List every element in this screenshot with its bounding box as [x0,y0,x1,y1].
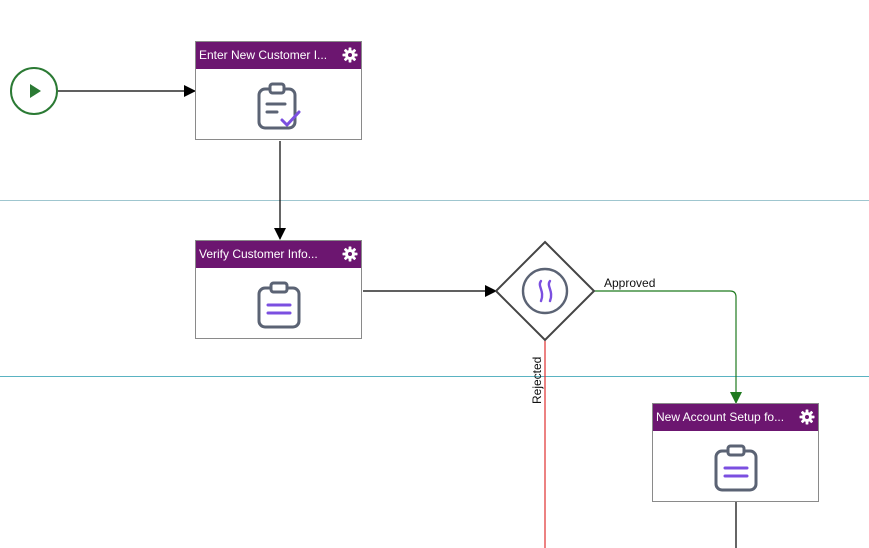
lane-divider-1 [0,200,869,201]
gear-icon[interactable] [342,47,358,63]
rejected-label: Rejected [530,356,544,404]
exclusive-gateway[interactable] [494,240,596,342]
task-header: Verify Customer Info... [196,241,361,268]
play-icon [30,84,41,98]
gear-icon[interactable] [799,409,815,425]
task-verify-customer-info[interactable]: Verify Customer Info... [195,240,362,339]
flow-approved[interactable] [591,290,742,404]
wave-icon [538,279,553,303]
task-title: New Account Setup fo... [656,410,785,424]
lane-divider-2 [0,376,869,377]
task-new-account-setup[interactable]: New Account Setup fo... [652,403,819,502]
approved-label: Approved [604,276,656,290]
task-enter-new-customer[interactable]: Enter New Customer I... [195,41,362,140]
clipboard-check-icon [257,82,300,130]
task-title: Enter New Customer I... [199,48,328,62]
clipboard-list-icon [714,444,757,492]
clipboard-list-icon [257,281,300,329]
task-title: Verify Customer Info... [199,247,318,261]
task-header: New Account Setup fo... [653,404,818,431]
gear-icon[interactable] [342,246,358,262]
task-header: Enter New Customer I... [196,42,361,69]
start-event[interactable] [10,67,58,115]
